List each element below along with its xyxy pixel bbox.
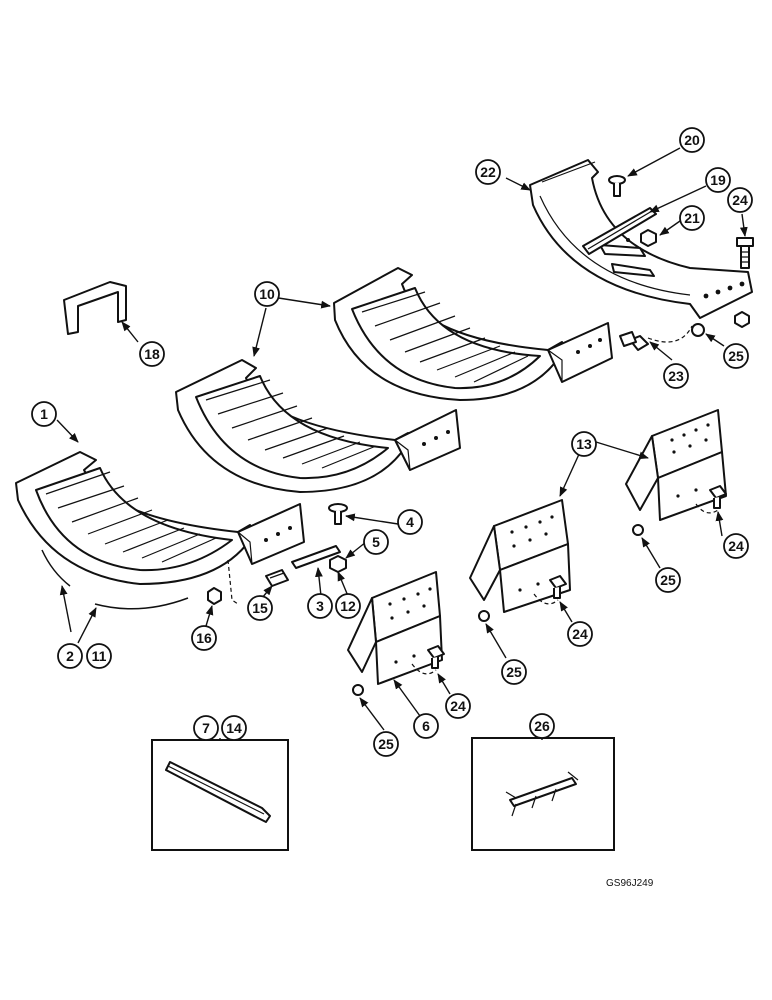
part-25-nut-right bbox=[632, 524, 644, 536]
svg-text:2: 2 bbox=[66, 648, 74, 664]
svg-text:22: 22 bbox=[480, 164, 496, 180]
part-18-bracket bbox=[63, 281, 127, 335]
callout-22: 22 bbox=[475, 159, 501, 185]
svg-text:15: 15 bbox=[252, 600, 268, 616]
callout-15: 15 bbox=[247, 595, 273, 621]
svg-text:12: 12 bbox=[340, 598, 356, 614]
part-21-nut bbox=[640, 229, 657, 247]
leader-lines bbox=[56, 147, 748, 740]
part-15-bolt bbox=[265, 569, 289, 587]
drawing-code: GS96J249 bbox=[606, 878, 654, 889]
callout-24-right: 24 bbox=[723, 533, 749, 559]
part-20-screw bbox=[608, 175, 626, 197]
part-23-bolt bbox=[619, 331, 649, 351]
part-13-block-right bbox=[625, 409, 727, 521]
part-22-concave-segment bbox=[529, 159, 753, 319]
svg-text:7: 7 bbox=[202, 720, 210, 736]
svg-text:6: 6 bbox=[422, 718, 430, 734]
part-24-bolt-right bbox=[709, 485, 727, 509]
callout-25-center: 25 bbox=[501, 659, 527, 685]
callout-6: 6 bbox=[413, 713, 439, 739]
svg-text:13: 13 bbox=[576, 436, 592, 452]
part-7-14-box bbox=[151, 739, 289, 851]
callout-3: 3 bbox=[307, 593, 333, 619]
svg-text:21: 21 bbox=[684, 210, 700, 226]
svg-text:1: 1 bbox=[40, 406, 48, 422]
callout-1: 1 bbox=[31, 401, 57, 427]
svg-text:20: 20 bbox=[684, 132, 700, 148]
callout-7: 7 bbox=[193, 715, 219, 741]
part-1-concave-lower bbox=[15, 451, 305, 585]
callout-14: 14 bbox=[221, 715, 247, 741]
callout-25-right: 25 bbox=[655, 567, 681, 593]
svg-text:24: 24 bbox=[450, 698, 466, 714]
part-3-12-strap bbox=[291, 545, 341, 569]
part-16-nut bbox=[207, 587, 222, 605]
svg-text:24: 24 bbox=[732, 192, 748, 208]
callout-12: 12 bbox=[335, 593, 361, 619]
callout-16: 16 bbox=[191, 625, 217, 651]
part-2-11-wire bbox=[41, 549, 189, 610]
svg-text:3: 3 bbox=[316, 598, 324, 614]
svg-text:26: 26 bbox=[534, 718, 550, 734]
svg-text:25: 25 bbox=[378, 736, 394, 752]
part-4-screw bbox=[328, 503, 348, 525]
part-24-bolt-top bbox=[736, 237, 754, 269]
part-13-block-center bbox=[469, 499, 571, 613]
part-25-nut-lower bbox=[352, 684, 364, 696]
svg-text:19: 19 bbox=[710, 172, 726, 188]
part-6-block bbox=[347, 571, 443, 685]
svg-text:14: 14 bbox=[226, 720, 242, 736]
svg-text:16: 16 bbox=[196, 630, 212, 646]
callout-5: 5 bbox=[363, 529, 389, 555]
svg-text:23: 23 bbox=[668, 368, 684, 384]
part-10-concave-middle bbox=[175, 359, 461, 493]
callout-18: 18 bbox=[139, 341, 165, 367]
callout-24-top: 24 bbox=[727, 187, 753, 213]
svg-text:25: 25 bbox=[506, 664, 522, 680]
part-24-bolt-lower bbox=[427, 645, 445, 669]
svg-text:18: 18 bbox=[144, 346, 160, 362]
callout-26: 26 bbox=[529, 713, 555, 739]
svg-text:4: 4 bbox=[406, 514, 414, 530]
part-25-nut-top bbox=[691, 311, 750, 337]
callout-4: 4 bbox=[397, 509, 423, 535]
callout-23: 23 bbox=[663, 363, 689, 389]
part-10-concave-upper bbox=[333, 267, 613, 401]
callout-21: 21 bbox=[679, 205, 705, 231]
callout-11: 11 bbox=[86, 643, 112, 669]
svg-text:24: 24 bbox=[728, 538, 744, 554]
part-26-box bbox=[471, 737, 615, 851]
callout-19: 19 bbox=[705, 167, 731, 193]
svg-text:10: 10 bbox=[259, 286, 275, 302]
callout-24-lower: 24 bbox=[445, 693, 471, 719]
part-24-bolt-center bbox=[549, 575, 567, 599]
part-19-bar bbox=[582, 207, 657, 255]
callout-10: 10 bbox=[254, 281, 280, 307]
svg-text:11: 11 bbox=[92, 648, 107, 664]
callout-24-center: 24 bbox=[567, 621, 593, 647]
svg-text:5: 5 bbox=[372, 534, 380, 550]
svg-text:24: 24 bbox=[572, 626, 588, 642]
callout-2: 2 bbox=[57, 643, 83, 669]
svg-text:25: 25 bbox=[728, 348, 744, 364]
callout-25-lower: 25 bbox=[373, 731, 399, 757]
svg-text:25: 25 bbox=[660, 572, 676, 588]
callout-25-top: 25 bbox=[723, 343, 749, 369]
callout-13: 13 bbox=[571, 431, 597, 457]
part-5-nut bbox=[329, 555, 347, 573]
callout-20: 20 bbox=[679, 127, 705, 153]
part-25-nut-center bbox=[478, 610, 490, 622]
